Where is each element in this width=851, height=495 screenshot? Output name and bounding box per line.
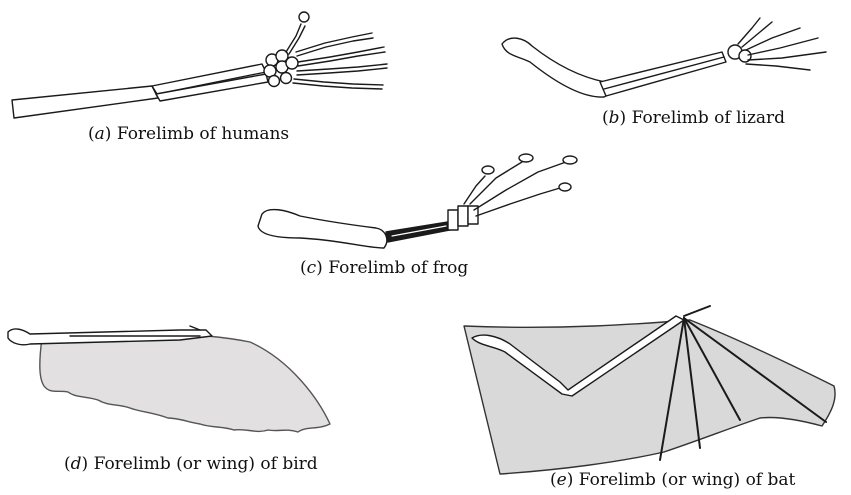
frog-humerus xyxy=(258,210,387,248)
lizard-forelimb-drawing xyxy=(502,18,826,97)
caption-a: (a) Forelimb of humans xyxy=(88,124,289,144)
bird-wing-drawing xyxy=(8,326,330,432)
bat-wing-drawing xyxy=(464,306,835,474)
lizard-forearm xyxy=(600,52,726,96)
caption-a-text: Forelimb of humans xyxy=(117,124,289,144)
caption-e-letter: e xyxy=(557,470,567,490)
human-digits xyxy=(286,12,387,89)
lizard-humerus xyxy=(502,38,610,97)
bird-wing-feathers xyxy=(40,333,330,432)
caption-d-text: Forelimb (or wing) of bird xyxy=(94,454,318,474)
caption-d-letter: d xyxy=(71,454,82,474)
caption-b-text: Forelimb of lizard xyxy=(632,108,785,128)
caption-b-letter: b xyxy=(609,108,620,128)
lizard-digits xyxy=(728,18,826,70)
caption-b: (b) Forelimb of lizard xyxy=(602,108,785,128)
caption-e: (e) Forelimb (or wing) of bat xyxy=(550,470,795,490)
caption-a-letter: a xyxy=(95,124,105,144)
frog-radioulna xyxy=(386,222,450,242)
lizard-forearm-line xyxy=(604,57,724,89)
caption-c-letter: c xyxy=(307,258,317,278)
caption-e-text: Forelimb (or wing) of bat xyxy=(579,470,796,490)
caption-c: (c) Forelimb of frog xyxy=(300,258,468,278)
frog-forelimb-drawing xyxy=(258,154,577,248)
caption-c-text: Forelimb of frog xyxy=(328,258,468,278)
frog-digits xyxy=(464,154,577,216)
human-carpals xyxy=(264,50,298,87)
human-humerus xyxy=(12,86,158,118)
caption-d: (d) Forelimb (or wing) of bird xyxy=(64,454,318,474)
human-forelimb-drawing xyxy=(12,12,387,118)
